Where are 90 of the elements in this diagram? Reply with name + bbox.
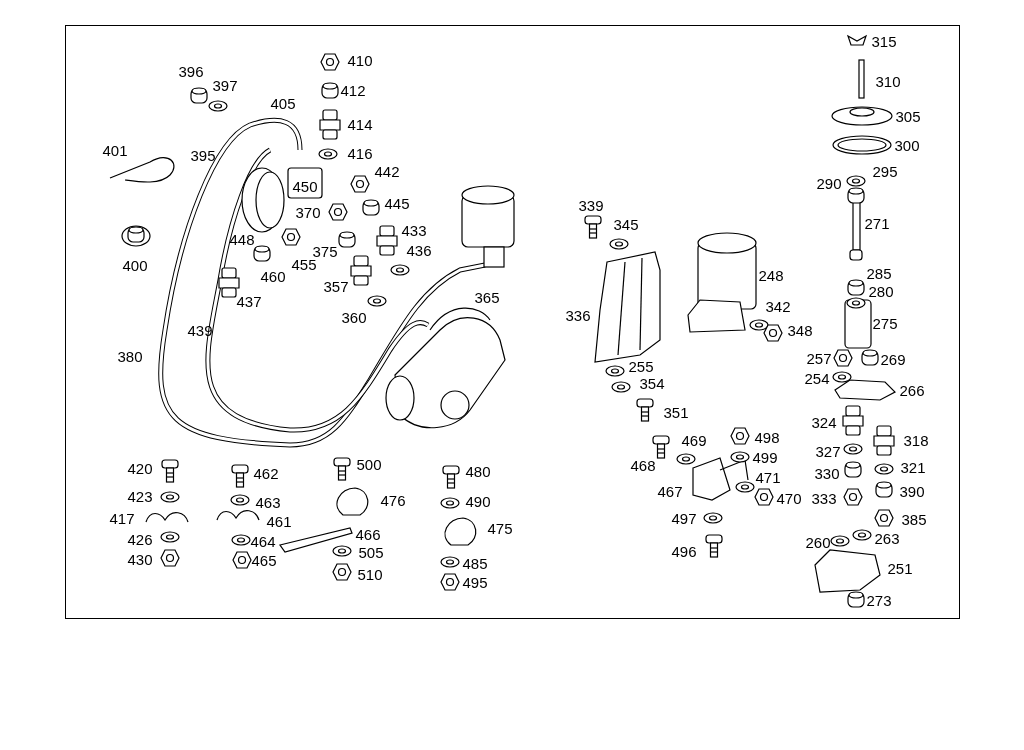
- callout-number: 330: [814, 465, 840, 481]
- callout-number: 275: [872, 315, 898, 331]
- callout-number: 336: [565, 307, 591, 323]
- callout-number: 437: [236, 293, 262, 309]
- callout-number: 365: [474, 289, 500, 305]
- callout-number: 400: [122, 257, 148, 273]
- callout-number: 430: [127, 551, 153, 567]
- callout-number: 327: [815, 443, 841, 459]
- callout-number: 410: [347, 52, 373, 68]
- callout-number: 397: [212, 77, 238, 93]
- callout-number: 273: [866, 592, 892, 608]
- callout-number: 495: [462, 574, 488, 590]
- callout-number: 310: [875, 73, 901, 89]
- callout-number: 475: [487, 520, 513, 536]
- callout-number: 401: [102, 142, 128, 158]
- callout-number: 318: [903, 432, 929, 448]
- callout-number: 498: [754, 429, 780, 445]
- callout-number: 251: [887, 560, 913, 576]
- callout-number: 466: [355, 526, 381, 542]
- callout-number: 417: [109, 510, 135, 526]
- callout-number: 436: [406, 242, 432, 258]
- callout-number: 339: [578, 197, 604, 213]
- callout-number: 461: [266, 513, 292, 529]
- callout-number: 505: [358, 544, 384, 560]
- callout-number: 305: [895, 108, 921, 124]
- callout-number: 254: [804, 370, 830, 386]
- callout-number: 271: [864, 215, 890, 231]
- callout-number: 470: [776, 490, 802, 506]
- callout-number: 510: [357, 566, 383, 582]
- callout-number: 420: [127, 460, 153, 476]
- callout-number: 480: [465, 463, 491, 479]
- callout-number: 255: [628, 358, 654, 374]
- callout-number: 390: [899, 483, 925, 499]
- callout-number: 300: [894, 137, 920, 153]
- callout-number: 497: [671, 510, 697, 526]
- callout-number: 333: [811, 490, 837, 506]
- callout-number: 433: [401, 222, 427, 238]
- callout-number: 490: [465, 493, 491, 509]
- callout-number: 280: [868, 283, 894, 299]
- callout-number: 395: [190, 147, 216, 163]
- callout-number: 412: [340, 82, 366, 98]
- callout-number: 324: [811, 414, 837, 430]
- callout-number: 445: [384, 195, 410, 211]
- callout-number: 348: [787, 322, 813, 338]
- callout-number: 360: [341, 309, 367, 325]
- callout-number: 380: [117, 348, 143, 364]
- callout-number: 248: [758, 267, 784, 283]
- callout-number: 285: [866, 265, 892, 281]
- callout-number: 295: [872, 163, 898, 179]
- callout-number: 467: [657, 483, 683, 499]
- callout-number: 345: [613, 216, 639, 232]
- callout-number: 465: [251, 552, 277, 568]
- callout-number: 260: [805, 534, 831, 550]
- callout-number: 463: [255, 494, 281, 510]
- callout-number: 471: [755, 469, 781, 485]
- callout-number: 485: [462, 555, 488, 571]
- callout-number: 469: [681, 432, 707, 448]
- callout-number: 321: [900, 459, 926, 475]
- callout-number: 464: [250, 533, 276, 549]
- callout-number: 499: [752, 449, 778, 465]
- callout-number: 266: [899, 382, 925, 398]
- callout-number: 460: [260, 268, 286, 284]
- callout-number: 405: [270, 95, 296, 111]
- callout-number: 462: [253, 465, 279, 481]
- callout-number: 455: [291, 256, 317, 272]
- callout-number: 269: [880, 351, 906, 367]
- callout-number: 468: [630, 457, 656, 473]
- callout-number: 476: [380, 492, 406, 508]
- callout-number: 423: [127, 488, 153, 504]
- callout-number: 442: [374, 163, 400, 179]
- callout-number: 257: [806, 350, 832, 366]
- callout-number: 500: [356, 456, 382, 472]
- callout-number: 315: [871, 33, 897, 49]
- callout-number: 396: [178, 63, 204, 79]
- callout-number: 385: [901, 511, 927, 527]
- callout-number: 416: [347, 145, 373, 161]
- callout-number: 375: [312, 243, 338, 259]
- callout-number: 439: [187, 322, 213, 338]
- callout-number: 354: [639, 375, 665, 391]
- callout-number: 414: [347, 116, 373, 132]
- callout-number: 357: [323, 278, 349, 294]
- callout-number: 426: [127, 531, 153, 547]
- callout-number: 448: [229, 231, 255, 247]
- callout-number: 496: [671, 543, 697, 559]
- callout-number: 263: [874, 530, 900, 546]
- callout-number: 351: [663, 404, 689, 420]
- callout-number: 450: [292, 178, 318, 194]
- callout-number: 342: [765, 298, 791, 314]
- callout-number: 370: [295, 204, 321, 220]
- callout-number: 290: [816, 175, 842, 191]
